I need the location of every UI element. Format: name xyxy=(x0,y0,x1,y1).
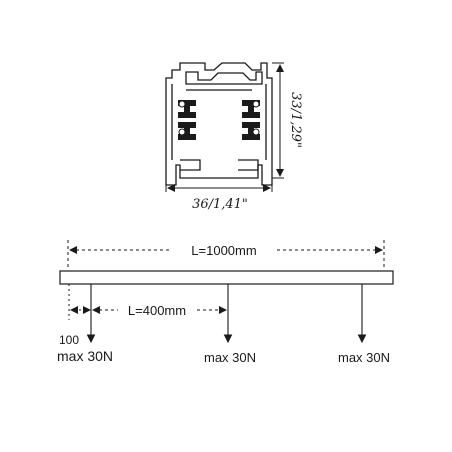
track-length-label: L=1000mm xyxy=(191,243,256,258)
load-label-2: max 30N xyxy=(204,350,256,365)
profile-outline xyxy=(165,62,273,186)
conductor-insert-left xyxy=(178,100,196,140)
offset-dimension xyxy=(68,284,91,320)
profile-bottom-lips xyxy=(180,159,259,171)
profile-height-dimension xyxy=(272,62,284,179)
offset-label: 100 xyxy=(59,333,79,347)
profile-width-label: 36/1,41" xyxy=(192,197,248,212)
profile-height-label: 33/1,29" xyxy=(288,92,303,148)
profile-width-dimension xyxy=(165,178,273,192)
load-label-3: max 30N xyxy=(338,350,390,365)
track-length-dimension xyxy=(67,240,385,270)
track-profile-cross-section xyxy=(165,62,273,186)
spacing-label: L=400mm xyxy=(128,303,186,318)
load-label-1: max 30N xyxy=(57,348,113,364)
track-bar xyxy=(59,270,394,285)
profile-top-channel xyxy=(185,71,263,85)
load-arrows xyxy=(86,284,367,344)
conductor-insert-right xyxy=(242,100,260,140)
